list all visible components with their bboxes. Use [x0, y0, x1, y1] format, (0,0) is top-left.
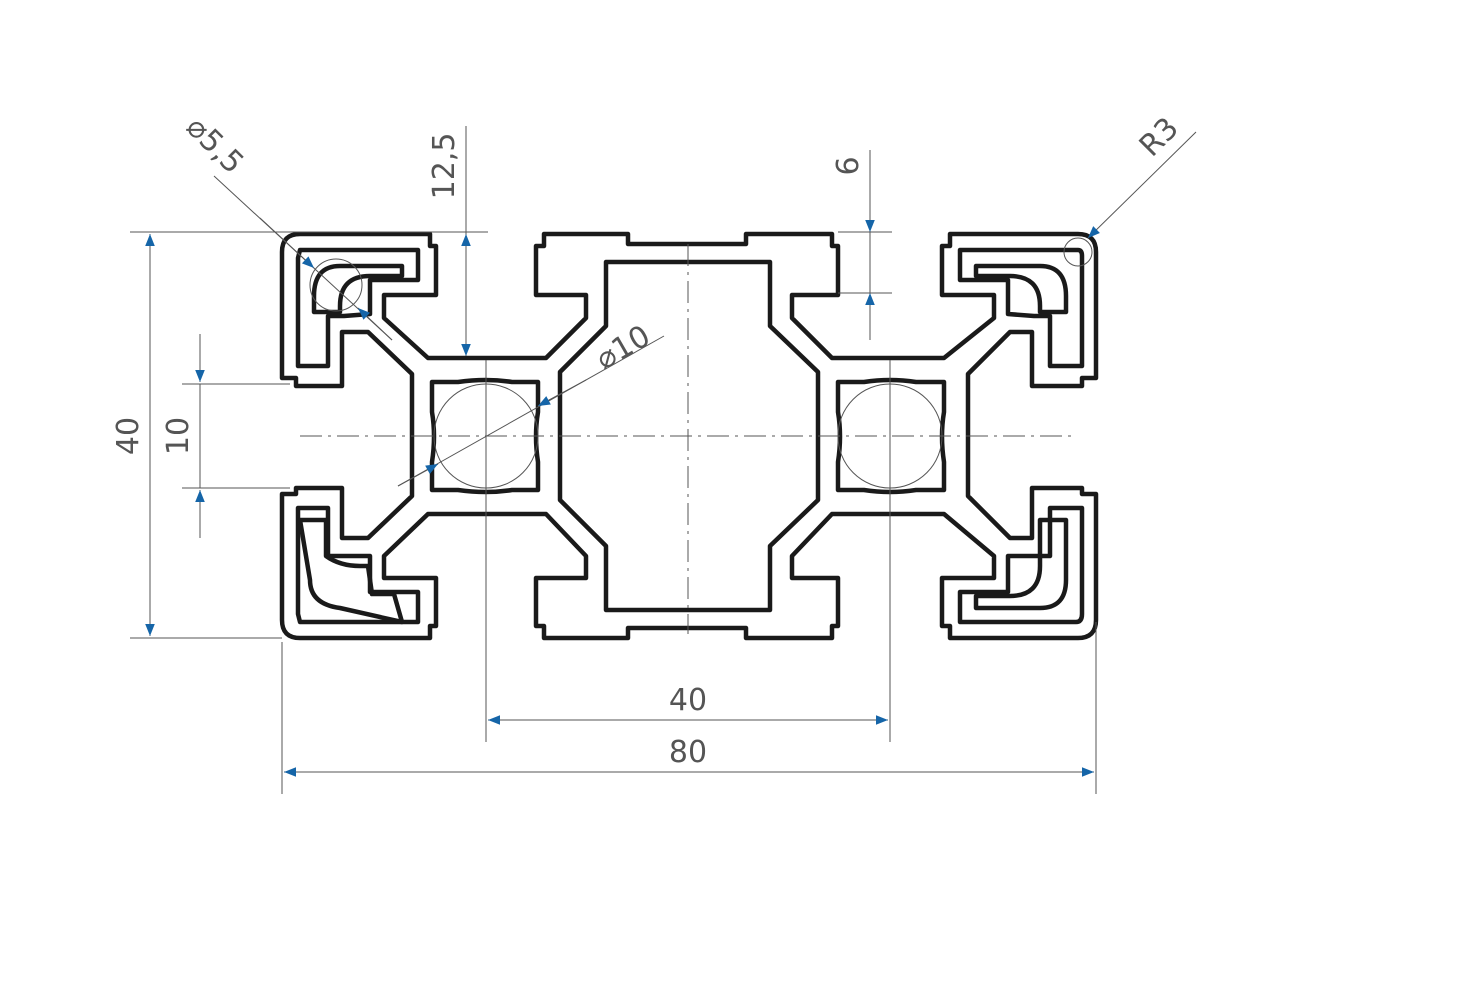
profile-outline	[279, 231, 1099, 641]
corner-chamber-bottom-right-inner	[973, 517, 1069, 611]
dim-height-40-label: 40	[111, 417, 146, 455]
dim-width-6-label: 6	[831, 156, 866, 175]
corner-chamber-top-left	[295, 247, 421, 369]
bore-circle-right	[837, 383, 943, 489]
corner-chamber-bottom-right	[957, 505, 1085, 625]
dim-bore-10-label: ⌀10	[590, 319, 656, 377]
dim-slot-10-label: 10	[161, 417, 196, 455]
corner-radius-arc	[1063, 237, 1093, 267]
corner-chamber-top-right-inner	[973, 263, 1069, 315]
corner-chamber-bottom-left-inner	[297, 517, 405, 625]
corner-chamber-top-left-inner	[311, 263, 405, 315]
dim-depth-12-5-label: 12,5	[427, 133, 462, 200]
bore-circle-left	[433, 383, 539, 489]
dim-radius-r3-line	[1087, 131, 1197, 239]
core-bore-right	[835, 377, 947, 495]
corner-chamber-top-right	[957, 247, 1085, 369]
corner-hole-circle	[309, 258, 363, 312]
center-lines	[300, 237, 1093, 742]
dim-hole-5-5-label: ⌀5,5	[179, 110, 250, 181]
dim-bore-10-line	[397, 335, 665, 487]
dim-pitch-40-label: 40	[669, 683, 707, 718]
dimensions: 40 10 12,5 6 R3 ⌀5,5 ⌀10 40 80	[111, 110, 1197, 794]
outer-contour	[279, 231, 1099, 641]
center-cavity	[557, 259, 821, 613]
core-bore-left	[429, 377, 541, 495]
dim-width-80-label: 80	[669, 735, 707, 770]
dim-radius-r3-label: R3	[1133, 111, 1186, 164]
